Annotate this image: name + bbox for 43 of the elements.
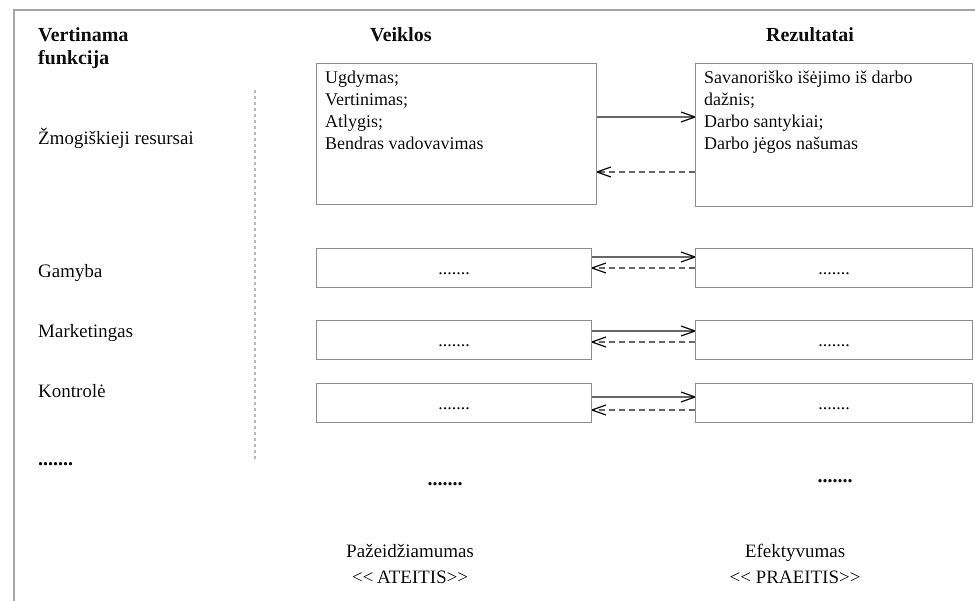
box-text: ....... (438, 392, 470, 414)
text-box (695, 248, 973, 288)
text-box (316, 320, 592, 360)
arrow (596, 166, 695, 178)
box-text: Bendras vadovavimas (325, 132, 484, 154)
box-text: Savanoriško išėjimo iš darbo dažnis; (704, 66, 914, 110)
arrow (592, 391, 696, 403)
text-box (695, 63, 973, 207)
box-text: Vertinimas; (325, 88, 409, 110)
box-text: ....... (818, 257, 850, 279)
row-label: Gamyba (38, 260, 104, 283)
box-text: ....... (438, 257, 470, 279)
note-text: << PRAEITIS>> (728, 566, 862, 589)
arrow (591, 262, 695, 274)
note-text: Pažeidžiamumas (345, 540, 475, 563)
arrow (597, 111, 696, 123)
column-header: Veiklos (370, 24, 433, 47)
text-box (316, 248, 592, 288)
ellipsis-text: ....... (816, 465, 854, 488)
box-text: Ugdymas; (325, 66, 400, 88)
arrow (592, 251, 696, 263)
column-header: Rezultatai (766, 24, 855, 47)
column-header: Vertinama funkcija (38, 24, 130, 70)
row-label: Žmogiškieji resursai (38, 127, 195, 150)
box-text: Darbo jėgos našumas (704, 132, 859, 154)
note-text: Efektyvumas (744, 540, 846, 563)
note-text: << ATEITIS>> (350, 566, 470, 589)
box-text: ....... (818, 329, 850, 351)
text-box (695, 320, 973, 360)
row-label: Marketingas (38, 320, 134, 343)
text-box (316, 383, 592, 423)
arrow (591, 404, 695, 416)
ellipsis-text: ....... (38, 448, 74, 471)
box-text: ....... (818, 392, 850, 414)
text-box (316, 63, 597, 205)
box-text: Darbo santykiai; (704, 110, 824, 132)
text-box (695, 383, 973, 423)
arrow (591, 336, 695, 348)
arrow (592, 325, 696, 337)
row-label: Kontrolė (38, 380, 107, 403)
box-text: Atlygis; (325, 110, 384, 132)
ellipsis-text: ....... (426, 468, 464, 491)
box-text: ....... (438, 329, 470, 351)
